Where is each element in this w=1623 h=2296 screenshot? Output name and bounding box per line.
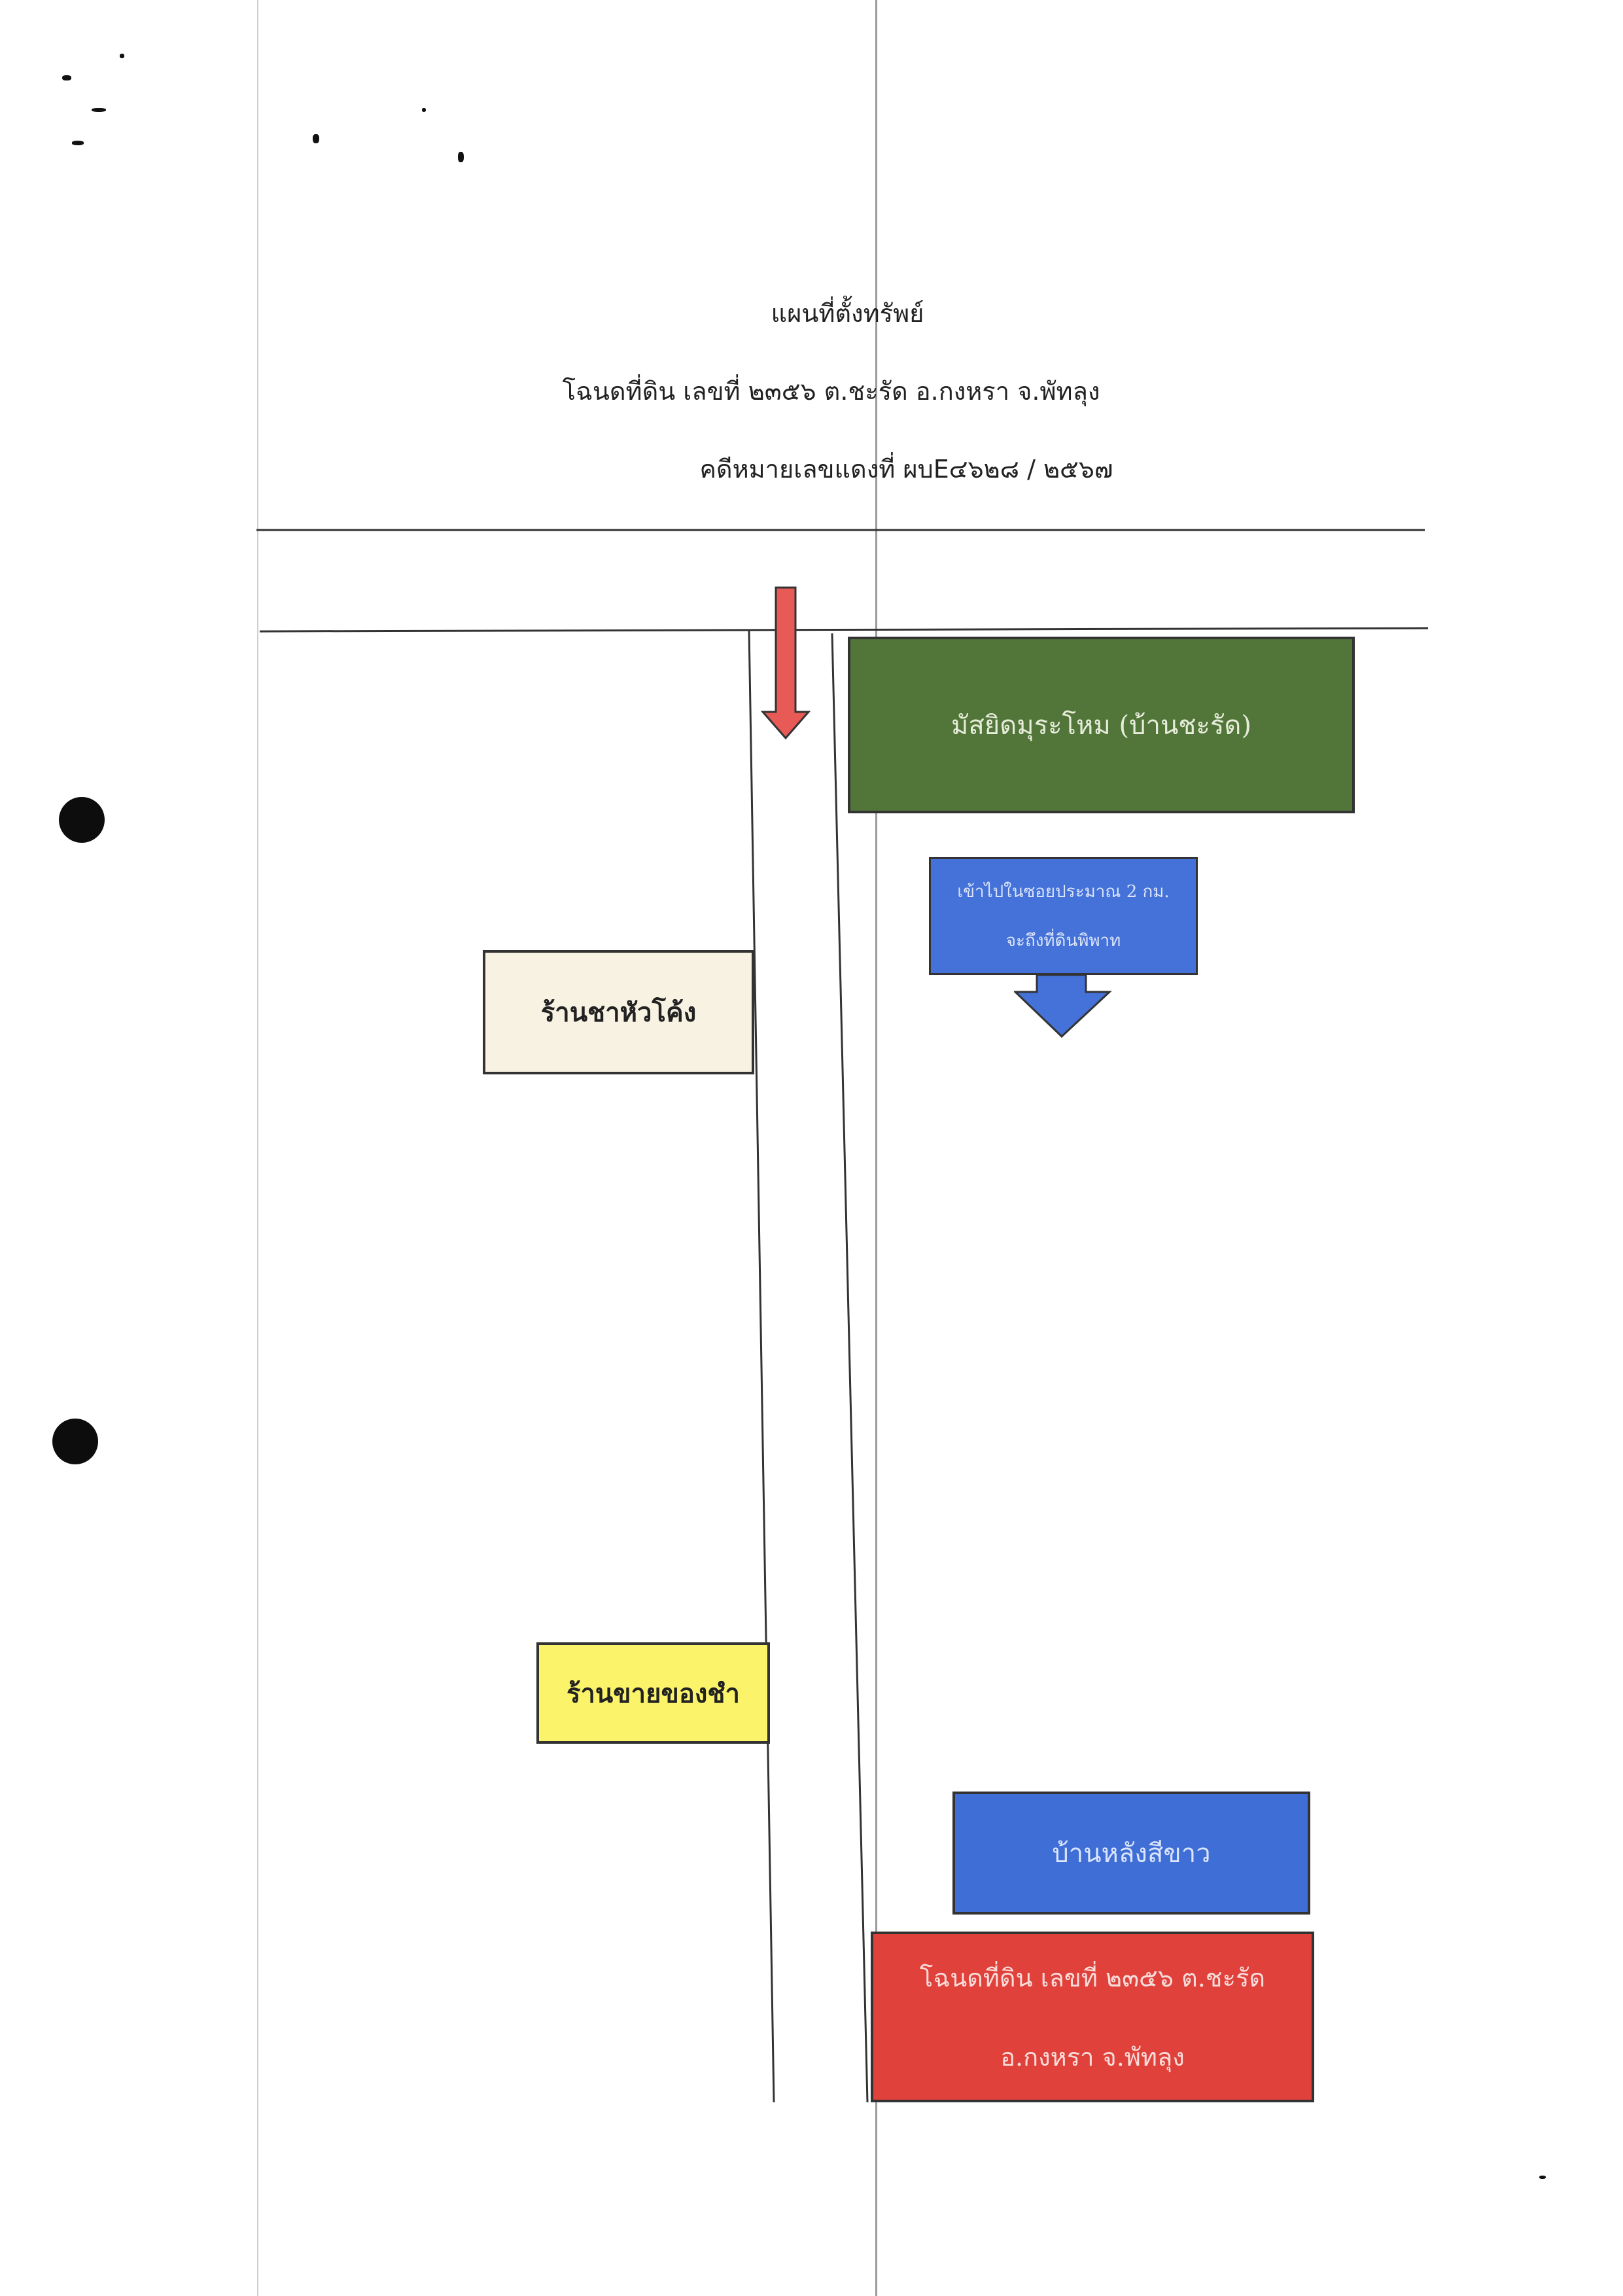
down-arrow-icon	[1014, 974, 1112, 1038]
grocery-shop-box: ร้านขายของชำ	[536, 1642, 770, 1744]
side-road-right-edge	[831, 633, 869, 2103]
scan-speck	[1539, 2176, 1546, 2179]
tea-shop-box: ร้านชาหัวโค้ง	[483, 950, 754, 1074]
deed-plot-box: โฉนดที่ดิน เลขที่ ๒๓๕๖ ต.ชะรัด อ.กงหรา จ…	[871, 1932, 1314, 2102]
side-road-left-edge	[748, 629, 775, 2103]
scan-speck	[62, 75, 71, 80]
scan-line-left	[257, 0, 258, 2296]
scan-speck	[120, 54, 124, 58]
scan-line-center	[875, 0, 877, 2296]
main-road-bottom-edge	[259, 627, 1429, 633]
deed-plot-line2: อ.กงหรา จ.พัทลุง	[1000, 2042, 1185, 2072]
page-title: แผนที่ตั้งทรัพย์	[771, 299, 924, 328]
punch-hole-top	[59, 797, 105, 843]
white-house-box: บ้านหลังสีขาว	[952, 1792, 1310, 1915]
scan-speck	[92, 108, 106, 112]
scan-speck	[422, 108, 426, 112]
case-line: คดีหมายเลขแดงที่ ผบE๔๖๒๘ / ๒๕๖๗	[699, 455, 1113, 484]
direction-note-line2: จะถึงที่ดินพิพาท	[1005, 931, 1121, 951]
deed-line: โฉนดที่ดิน เลขที่ ๒๓๕๖ ต.ชะรัด อ.กงหรา จ…	[562, 377, 1100, 406]
mosque-box: มัสยิดมุระโหม (บ้านชะรัด)	[848, 637, 1355, 813]
deed-plot-line1: โฉนดที่ดิน เลขที่ ๒๓๕๖ ต.ชะรัด	[919, 1963, 1266, 1992]
tea-shop-label: ร้านชาหัวโค้ง	[540, 997, 697, 1028]
white-house-label: บ้านหลังสีขาว	[1052, 1839, 1211, 1869]
direction-note-box: เข้าไปในซอยประมาณ 2 กม. จะถึงที่ดินพิพาท	[929, 857, 1198, 975]
grocery-shop-label: ร้านขายของชำ	[566, 1678, 741, 1709]
scan-speck	[458, 152, 464, 162]
punch-hole-bottom	[52, 1419, 98, 1464]
scan-speck	[72, 141, 84, 145]
scan-speck	[313, 134, 319, 143]
direction-note-line1: เข้าไปในซอยประมาณ 2 กม.	[957, 882, 1170, 902]
down-arrow-icon	[760, 586, 811, 740]
mosque-label: มัสยิดมุระโหม (บ้านชะรัด)	[951, 711, 1251, 741]
